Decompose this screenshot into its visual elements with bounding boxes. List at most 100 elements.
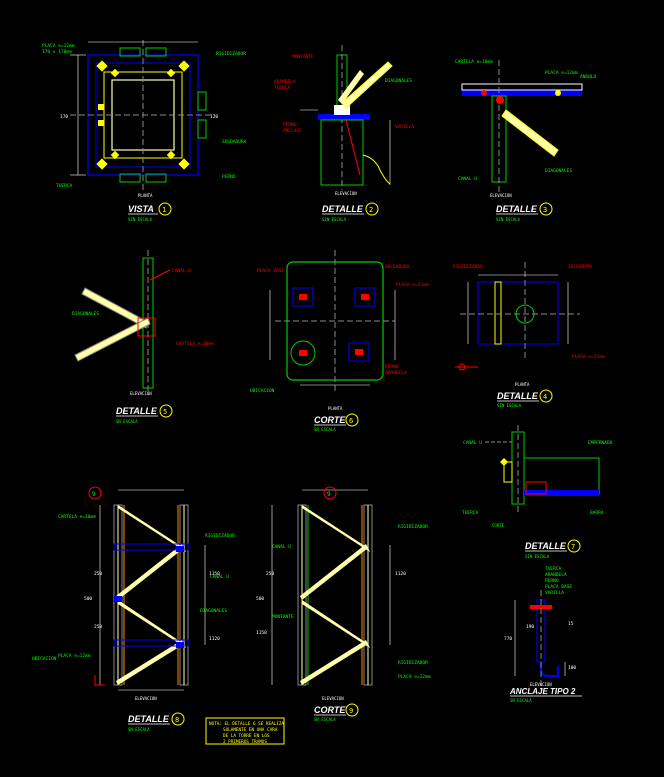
caption-planta: PLANTA [138,193,153,198]
label-empernado: EMPERNADO [588,440,613,446]
scale-d2: SIN ESCALA [322,217,347,222]
label-montante9: MONTANTE [272,614,294,620]
dim-770: 770 [504,636,512,642]
label-rigid: RIGIDIZADOR [216,51,246,57]
brace [300,640,368,685]
scale-anc: SN ESCALA [510,698,532,703]
marker-circle [567,539,581,553]
bolt-red [496,96,504,104]
caption-elev5: ELEVACION [130,391,152,396]
marker-label: 3 [543,206,547,214]
title-detalle-5: DETALLE [116,406,158,416]
marker-label: 7 [571,543,575,551]
flange [494,281,502,345]
title-corte-9: CORTE [314,705,346,715]
stiffener [145,173,167,183]
dim-1150: 1150 [209,571,220,577]
title-corte-6: CORTE [314,415,346,425]
title-detalle-3: DETALLE [496,204,538,214]
marker-circle [345,413,359,427]
section-marker-label: 9 [92,491,96,498]
caption-elevacion: ELEVACION [335,191,357,196]
scale-d7: SIN ESCALA [525,554,550,559]
title-detalle-7: DETALLE [525,541,567,551]
stiffener [119,47,141,57]
diagonal-brace-2 [338,70,364,104]
label-diag3: DIAGONALES [545,168,572,174]
caption-anc: ELEVACION [530,682,552,687]
marker-circle [159,404,173,418]
stiffener [197,91,207,111]
scale-d8: SN ESCALA [128,727,150,732]
dim-100: 100 [568,665,576,671]
label-anc1: TUERCA [545,566,562,572]
clip [503,461,513,483]
gusset [114,596,122,602]
label-tuerca7: TUERCA [462,510,479,516]
label-cartela8: CARTELA e=10mm [58,514,96,520]
strut [113,639,189,647]
detalle-7-splice: CANAL U EMPERNADO TUERCA BARRA CORTE DET… [462,425,613,559]
label-tuerca2: TUERCA [274,85,291,91]
elev-dims [300,109,391,185]
title-vista: VISTA [128,204,154,214]
note-box: NOTA: EL DETALLE 6 SE REALIZA SOLAMENTE … [205,717,285,745]
bolt [110,150,120,160]
title-anclaje: ANCLAJE TIPO 2 [509,687,576,696]
label-perno: PERNO [222,174,236,180]
section-marker-label: 9 [327,491,331,498]
scale-d6: SN ESCALA [314,427,336,432]
detalle-5-diagonal: CANAL U DIAGONALES CARTELA e=10mm ELEVAC… [72,250,214,424]
dim-250: 250 [94,571,102,577]
marker-circle [345,703,359,717]
dim-170: 170 [60,114,68,120]
label-cartela: CARTELA e=10mm [455,59,493,65]
label-diag8: DIAGONALES [200,608,227,614]
stiffener [197,119,207,139]
brace [302,505,370,552]
marker-label: 8 [175,716,179,724]
bolt [166,150,176,160]
bolt [166,68,176,78]
title-detalle-8: DETALLE [128,714,170,724]
marker-circle [365,202,379,216]
detalle-4-plan: RIGIDIZADOR SOLDADURA PLACA e=12mm PLANT… [453,262,605,408]
corte6-dims [269,290,396,386]
brace [116,640,184,685]
label-rigid4: RIGIDIZADOR [453,264,483,270]
beam-flange [524,490,599,496]
label-anc4: PLACA BASE [545,584,572,590]
label-placa9: PLACA e=12mm [398,674,431,680]
caption-elev9: ELEVACION [322,696,344,701]
scale-vista: SIN ESCALA [128,217,153,222]
stiffener [119,173,141,183]
anchor-nut [530,605,552,609]
bolt-yellow [555,90,561,96]
grout [334,105,350,115]
label-placa8: PLACA e=12mm [58,653,91,659]
bolt-squares [292,287,376,362]
label-columna: MONTANTE [292,54,314,60]
label-arandela: ARANDELA [274,79,296,85]
marker-circle [539,202,553,216]
label-perno2: PERNO [283,122,297,128]
anc-dims [514,600,566,676]
label-perno6: PERNO [385,364,399,370]
dim-1120: 1120 [209,636,220,642]
label-arandela6: ARANDELA [385,370,407,376]
title-detalle-4: DETALLE [497,391,539,401]
marker-label: 5 [163,408,167,416]
label-rigid9: RIGIDIZADOR [398,524,428,530]
note-line-2: SOLAMENTE EN UNA CARA [223,727,278,733]
bolt-red [481,90,487,96]
label-soldadura: SOLDADURA [222,139,247,145]
anchor-line [345,119,361,176]
bolt-square [348,342,370,362]
brace [300,544,368,600]
anclaje-tipo-2: 770 190 100 15 TUERCA ARANDELA PERNO PLA… [504,566,582,703]
dim-1150c: 1150 [256,630,267,636]
leader [149,269,171,281]
label-anc2: ARANDELA [545,572,567,578]
label-tuerca: TUERCA [56,183,73,189]
